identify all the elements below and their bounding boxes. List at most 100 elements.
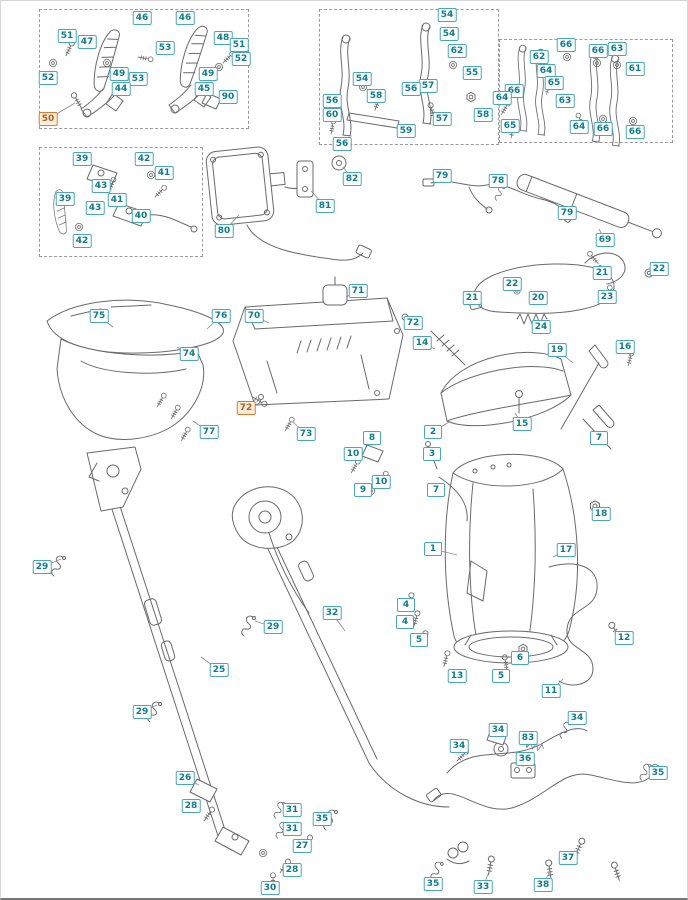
part-label-54[interactable]: 54 — [437, 8, 457, 22]
part-label-53[interactable]: 53 — [128, 72, 148, 86]
part-label-27[interactable]: 27 — [292, 839, 312, 853]
part-label-41[interactable]: 41 — [107, 193, 127, 207]
part-label-90[interactable]: 90 — [218, 90, 238, 104]
part-label-58[interactable]: 58 — [366, 89, 386, 103]
part-label-46[interactable]: 46 — [175, 11, 195, 25]
part-label-71[interactable]: 71 — [348, 284, 368, 298]
part-label-39[interactable]: 39 — [55, 192, 75, 206]
part-label-21[interactable]: 21 — [462, 291, 482, 305]
part-label-5[interactable]: 5 — [410, 633, 428, 647]
part-label-49[interactable]: 49 — [198, 67, 218, 81]
part-label-54[interactable]: 54 — [352, 72, 372, 86]
part-label-55[interactable]: 55 — [462, 66, 482, 80]
part-label-74[interactable]: 74 — [179, 347, 199, 361]
part-label-17[interactable]: 17 — [556, 543, 576, 557]
part-label-44[interactable]: 44 — [111, 82, 131, 96]
part-label-40[interactable]: 40 — [131, 209, 151, 223]
part-label-62[interactable]: 62 — [447, 44, 467, 58]
part-label-7[interactable]: 7 — [427, 483, 445, 497]
part-label-52[interactable]: 52 — [231, 52, 251, 66]
part-label-53[interactable]: 53 — [155, 41, 175, 55]
part-label-58[interactable]: 58 — [473, 108, 493, 122]
part-label-42[interactable]: 42 — [134, 152, 154, 166]
part-label-51[interactable]: 51 — [57, 29, 77, 43]
part-label-60[interactable]: 60 — [322, 108, 342, 122]
part-label-11[interactable]: 11 — [541, 684, 561, 698]
part-label-59[interactable]: 59 — [396, 124, 416, 138]
part-label-35[interactable]: 35 — [312, 812, 332, 826]
part-label-24[interactable]: 24 — [531, 320, 551, 334]
part-label-34[interactable]: 34 — [449, 739, 469, 753]
part-label-64[interactable]: 64 — [569, 120, 589, 134]
part-label-35[interactable]: 35 — [648, 766, 668, 780]
part-label-36[interactable]: 36 — [515, 752, 535, 766]
part-label-8[interactable]: 8 — [363, 431, 381, 445]
part-label-18[interactable]: 18 — [591, 507, 611, 521]
part-label-45[interactable]: 45 — [194, 82, 214, 96]
part-label-41[interactable]: 41 — [154, 166, 174, 180]
part-label-79[interactable]: 79 — [557, 206, 577, 220]
part-label-79[interactable]: 79 — [432, 169, 452, 183]
part-label-76[interactable]: 76 — [211, 309, 231, 323]
part-label-57[interactable]: 57 — [432, 112, 452, 126]
part-label-65[interactable]: 65 — [544, 76, 564, 90]
part-label-7[interactable]: 7 — [590, 431, 608, 445]
part-label-12[interactable]: 12 — [614, 631, 634, 645]
part-label-38[interactable]: 38 — [533, 878, 553, 892]
part-label-62[interactable]: 62 — [529, 50, 549, 64]
part-label-72[interactable]: 72 — [403, 316, 423, 330]
part-label-56[interactable]: 56 — [401, 82, 421, 96]
part-label-69[interactable]: 69 — [595, 233, 615, 247]
part-label-52[interactable]: 52 — [38, 71, 58, 85]
part-label-78[interactable]: 78 — [488, 174, 508, 188]
part-label-31[interactable]: 31 — [282, 803, 302, 817]
part-label-43[interactable]: 43 — [91, 179, 111, 193]
part-label-19[interactable]: 19 — [547, 343, 567, 357]
part-label-77[interactable]: 77 — [199, 425, 219, 439]
part-label-15[interactable]: 15 — [512, 417, 532, 431]
part-label-32[interactable]: 32 — [322, 606, 342, 620]
part-label-49[interactable]: 49 — [109, 67, 129, 81]
part-label-43[interactable]: 43 — [85, 201, 105, 215]
part-label-4[interactable]: 4 — [396, 615, 414, 629]
part-label-37[interactable]: 37 — [558, 851, 578, 865]
part-label-33[interactable]: 33 — [473, 880, 493, 894]
part-label-4[interactable]: 4 — [397, 598, 415, 612]
part-label-22[interactable]: 22 — [649, 262, 669, 276]
part-label-2[interactable]: 2 — [424, 425, 442, 439]
part-label-28[interactable]: 28 — [282, 863, 302, 877]
part-label-31[interactable]: 31 — [282, 822, 302, 836]
part-label-54[interactable]: 54 — [439, 27, 459, 41]
part-label-5[interactable]: 5 — [492, 669, 510, 683]
part-label-22[interactable]: 22 — [502, 277, 522, 291]
part-label-73[interactable]: 73 — [296, 427, 316, 441]
part-label-9[interactable]: 9 — [354, 483, 372, 497]
part-label-82[interactable]: 82 — [342, 172, 362, 186]
part-label-26[interactable]: 26 — [175, 771, 195, 785]
part-label-66[interactable]: 66 — [593, 122, 613, 136]
part-label-81[interactable]: 81 — [315, 199, 335, 213]
part-label-6[interactable]: 6 — [511, 651, 529, 665]
part-label-39[interactable]: 39 — [72, 152, 92, 166]
part-label-42[interactable]: 42 — [72, 234, 92, 248]
part-label-16[interactable]: 16 — [615, 340, 635, 354]
part-label-66[interactable]: 66 — [588, 44, 608, 58]
part-label-75[interactable]: 75 — [89, 309, 109, 323]
part-label-46[interactable]: 46 — [132, 11, 152, 25]
part-label-47[interactable]: 47 — [77, 35, 97, 49]
part-label-56[interactable]: 56 — [322, 94, 342, 108]
part-label-23[interactable]: 23 — [597, 290, 617, 304]
part-label-66[interactable]: 66 — [556, 38, 576, 52]
part-label-50[interactable]: 50 — [38, 112, 58, 126]
part-label-34[interactable]: 34 — [488, 723, 508, 737]
part-label-66[interactable]: 66 — [625, 125, 645, 139]
part-label-83[interactable]: 83 — [518, 731, 538, 745]
part-label-1[interactable]: 1 — [424, 542, 442, 556]
part-label-63[interactable]: 63 — [555, 94, 575, 108]
part-label-72[interactable]: 72 — [236, 401, 256, 415]
part-label-30[interactable]: 30 — [260, 881, 280, 895]
part-label-29[interactable]: 29 — [32, 560, 52, 574]
part-label-13[interactable]: 13 — [447, 669, 467, 683]
part-label-34[interactable]: 34 — [567, 711, 587, 725]
part-label-57[interactable]: 57 — [418, 79, 438, 93]
